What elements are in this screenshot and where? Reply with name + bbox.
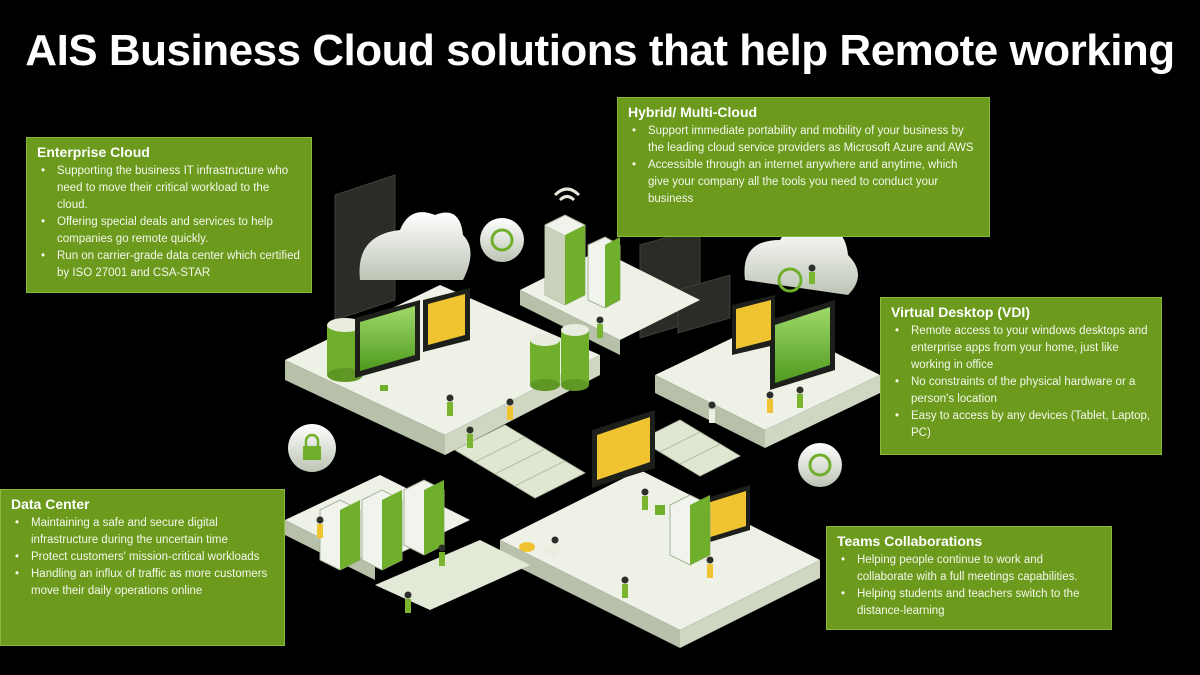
heading-enterprise-cloud: Enterprise Cloud bbox=[37, 144, 150, 160]
heading-hybrid-multi-cloud: Hybrid/ Multi-Cloud bbox=[628, 104, 758, 120]
list-data-center: Maintaining a safe and secure digital in… bbox=[11, 515, 274, 600]
list-item: Run on carrier-grade data center which c… bbox=[37, 248, 301, 282]
panel-data-center: Data Center Maintaining a safe and secur… bbox=[0, 489, 285, 646]
list-item: No constraints of the physical hardware … bbox=[891, 374, 1151, 408]
list-item: Helping students and teachers switch to … bbox=[837, 586, 1101, 620]
list-enterprise-cloud: Supporting the business IT infrastructur… bbox=[37, 163, 301, 282]
list-item: Support immediate portability and mobili… bbox=[628, 123, 979, 157]
list-item: Easy to access by any devices (Tablet, L… bbox=[891, 408, 1151, 442]
list-item: Remote access to your windows desktops a… bbox=[891, 323, 1151, 374]
decorative-accents bbox=[380, 385, 665, 555]
panel-hybrid-multi-cloud: Hybrid/ Multi-Cloud Support immediate po… bbox=[617, 97, 990, 237]
list-hybrid-multi-cloud: Support immediate portability and mobili… bbox=[628, 123, 979, 208]
list-item: Handling an influx of traffic as more cu… bbox=[11, 566, 274, 600]
heading-virtual-desktop: Virtual Desktop (VDI) bbox=[891, 304, 1030, 320]
monitor-icon bbox=[355, 288, 835, 545]
list-item: Supporting the business IT infrastructur… bbox=[37, 163, 301, 214]
list-virtual-desktop: Remote access to your windows desktops a… bbox=[891, 323, 1151, 442]
list-teams-collaborations: Helping people continue to work and coll… bbox=[837, 552, 1101, 620]
list-item: Offering special deals and services to h… bbox=[37, 214, 301, 248]
person-icon bbox=[316, 264, 816, 613]
heading-teams-collaborations: Teams Collaborations bbox=[837, 533, 983, 549]
panel-teams-collaborations: Teams Collaborations Helping people cont… bbox=[826, 526, 1112, 630]
sync-icon bbox=[490, 228, 832, 477]
connecting-stairs bbox=[454, 419, 741, 499]
page-title: AIS Business Cloud solutions that help R… bbox=[25, 26, 1175, 75]
panel-virtual-desktop: Virtual Desktop (VDI) Remote access to y… bbox=[880, 297, 1162, 455]
list-item: Accessible through an internet anywhere … bbox=[628, 157, 979, 208]
platform-teams-collaboration bbox=[500, 470, 820, 648]
panel-enterprise-cloud: Enterprise Cloud Supporting the business… bbox=[26, 137, 312, 293]
server-rack-icon bbox=[544, 214, 621, 309]
list-item: Maintaining a safe and secure digital in… bbox=[11, 515, 274, 549]
lock-icon bbox=[303, 433, 321, 460]
floating-screen-panels bbox=[334, 174, 731, 339]
list-item: Protect customers' mission-critical work… bbox=[11, 549, 274, 566]
data-center-racks bbox=[319, 479, 711, 571]
list-item: Helping people continue to work and coll… bbox=[837, 552, 1101, 586]
heading-data-center: Data Center bbox=[11, 496, 90, 512]
wifi-icon bbox=[553, 187, 581, 202]
